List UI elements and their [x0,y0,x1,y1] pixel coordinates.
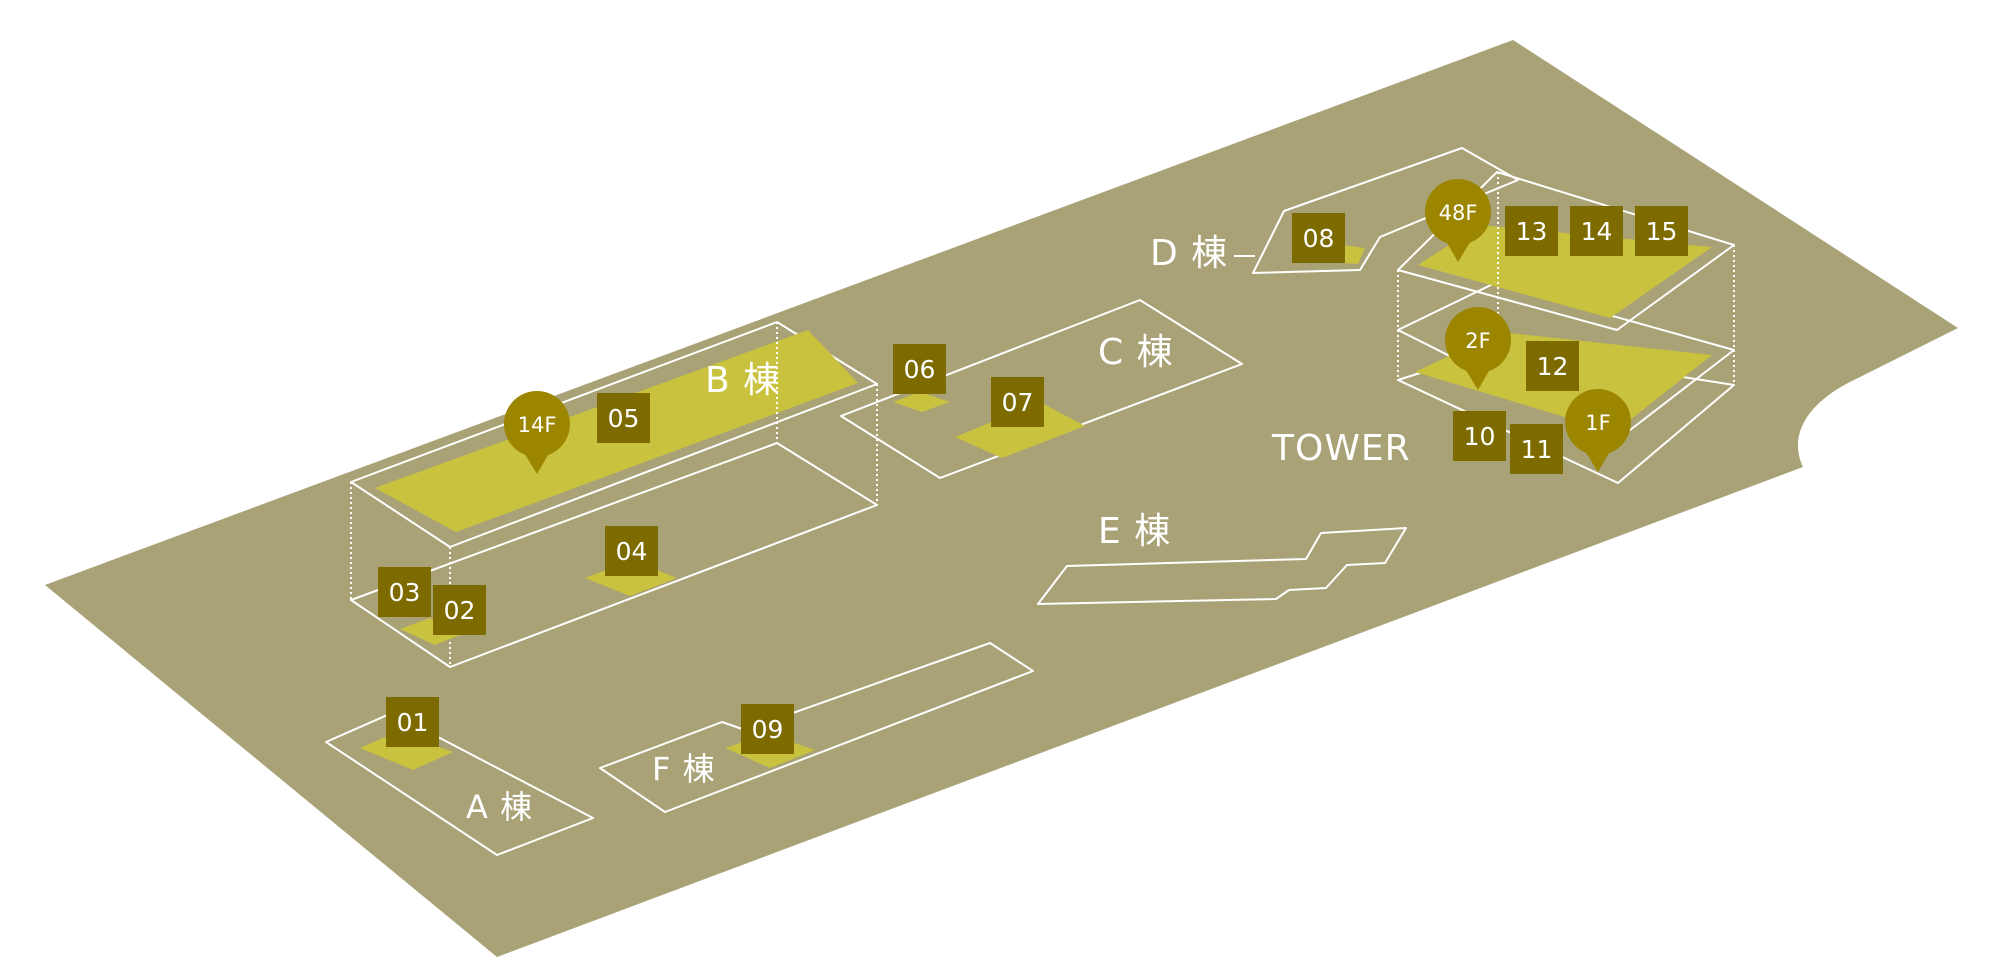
spot-badge-05-label: 05 [608,404,640,433]
building-c-label: C 棟 [1098,332,1174,373]
building-f-label: F 棟 [652,750,716,788]
building-d: D 棟 [1150,147,1519,274]
spot-badge-11[interactable]: 11 [1510,424,1563,474]
spot-badge-13[interactable]: 13 [1505,206,1558,256]
spot-badge-13-label: 13 [1516,217,1548,246]
site-ground [45,40,1958,957]
spot-badge-10-label: 10 [1464,422,1496,451]
spot-badge-06-label: 06 [904,355,936,384]
spot-badge-05[interactable]: 05 [597,393,650,443]
floor-pin-1f[interactable]: 1F [1565,389,1631,472]
spot-badge-08[interactable]: 08 [1292,213,1345,263]
floor-pin-1f-label: 1F [1585,411,1610,435]
spot-badge-14[interactable]: 14 [1570,206,1623,256]
spot-badge-04-label: 04 [616,537,648,566]
spot-badge-15-label: 15 [1646,217,1678,246]
building-e-label: E 棟 [1098,511,1171,552]
spot-badge-07[interactable]: 07 [991,377,1044,427]
spot-badge-02[interactable]: 02 [433,585,486,635]
spot-badge-01[interactable]: 01 [386,697,439,747]
building-a: A 棟 [325,712,594,856]
spot-badge-01-label: 01 [397,708,429,737]
highlight-area-07 [955,402,1085,458]
spot-badge-04[interactable]: 04 [605,526,658,576]
building-c: C 棟 [840,299,1243,479]
floor-pin-2f[interactable]: 2F [1445,307,1511,390]
spot-badge-09[interactable]: 09 [741,704,794,754]
floor-pin-14f[interactable]: 14F [504,391,570,474]
spot-badge-02-label: 02 [444,596,476,625]
spot-badge-14-label: 14 [1581,217,1613,246]
highlight-area-06 [893,392,950,412]
spot-badge-15[interactable]: 15 [1635,206,1688,256]
spot-badge-08-label: 08 [1303,224,1335,253]
spot-badge-11-label: 11 [1521,435,1553,464]
spot-badge-09-label: 09 [752,715,784,744]
building-b-label: B 棟 [705,360,780,401]
floor-pin-2f-label: 2F [1465,329,1490,353]
spot-badge-10[interactable]: 10 [1453,411,1506,461]
building-e: E 棟 [1037,511,1407,605]
building-a-label: A 棟 [466,788,533,826]
spot-badge-12[interactable]: 12 [1526,341,1579,391]
spot-badge-07-label: 07 [1002,388,1034,417]
floor-pin-48f[interactable]: 48F [1425,179,1491,262]
building-d-label: D 棟 [1150,233,1228,274]
spot-badge-06[interactable]: 06 [893,344,946,394]
spot-badge-12-label: 12 [1537,352,1569,381]
spot-badge-03[interactable]: 03 [378,567,431,617]
tower-label: TOWER [1271,428,1411,469]
highlight-area-02 [400,618,465,645]
spot-badge-03-label: 03 [389,578,421,607]
highlight-area-01 [360,732,453,770]
floor-pin-14f-label: 14F [518,413,557,437]
floor-pin-48f-label: 48F [1439,201,1478,225]
